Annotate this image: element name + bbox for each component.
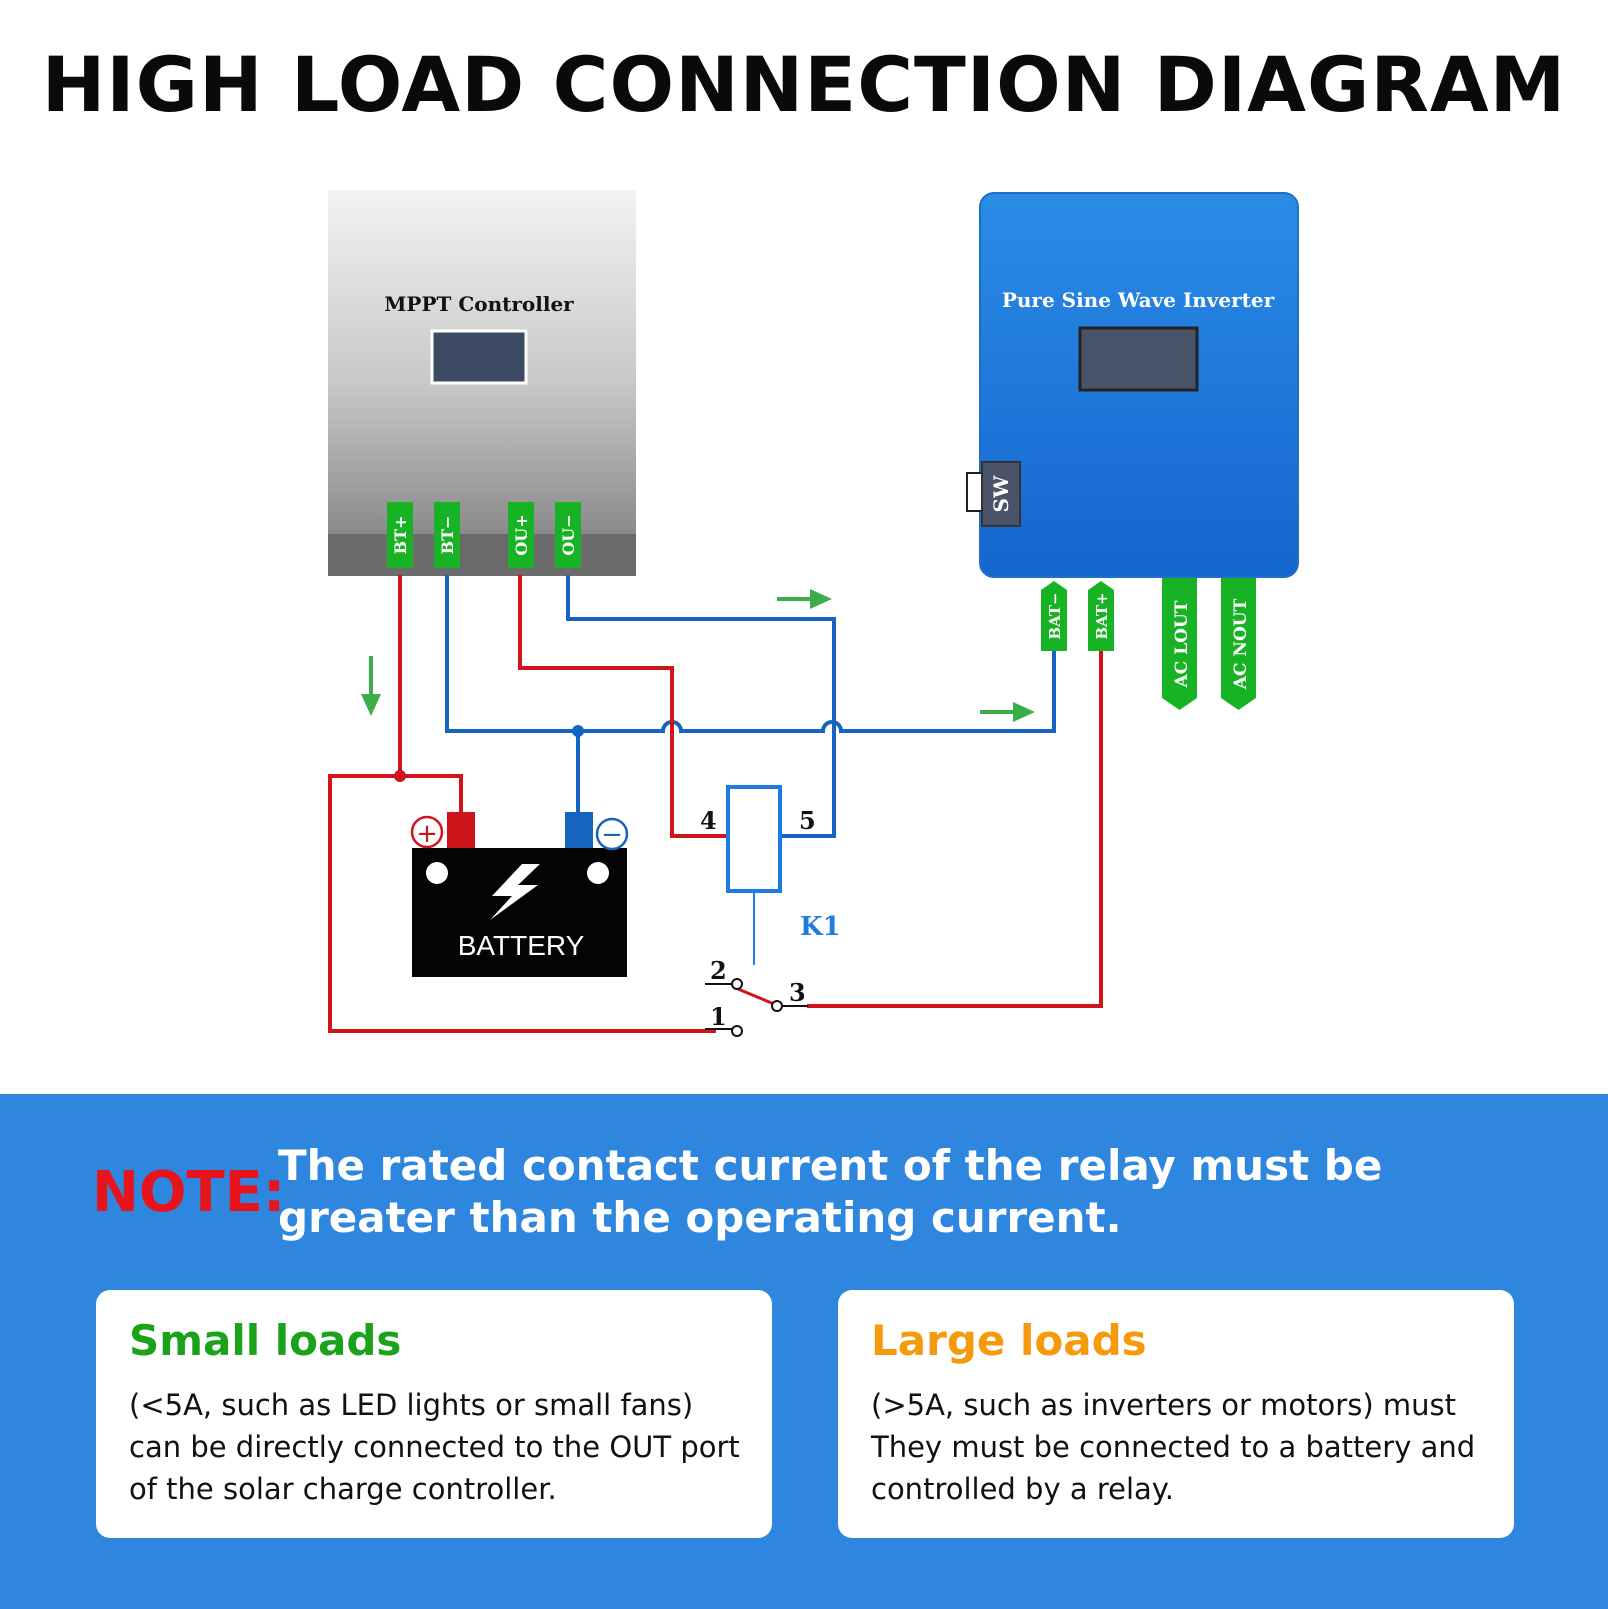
battery-terminal-dot bbox=[587, 862, 609, 884]
contact-pin-1: 1 bbox=[710, 1002, 727, 1031]
switch-label: SW bbox=[989, 475, 1013, 512]
inverter-screen bbox=[1078, 326, 1199, 392]
relay-to-inverter-positive-wire bbox=[807, 651, 1103, 1008]
negative-wires bbox=[445, 575, 1056, 838]
large-loads-title: Large loads bbox=[871, 1316, 1147, 1365]
battery-label: BATTERY bbox=[458, 930, 585, 961]
flow-arrows bbox=[361, 589, 1035, 722]
small-loads-title: Small loads bbox=[129, 1316, 402, 1365]
battery-to-relay-contact-wire bbox=[328, 774, 716, 1033]
controller-screen bbox=[430, 329, 528, 385]
terminal-label: AC LOUT bbox=[1172, 600, 1192, 688]
contact-pin-3: 3 bbox=[789, 978, 806, 1007]
controller-label: MPPT Controller bbox=[384, 292, 574, 316]
sine-wave-inverter: Pure Sine Wave Inverter SW BAT− BAT+ AC … bbox=[966, 192, 1299, 710]
terminal-label: BAT+ bbox=[1093, 592, 1111, 639]
coil-pin-5: 5 bbox=[799, 806, 816, 835]
note-label: NOTE: bbox=[92, 1160, 286, 1225]
positive-junction bbox=[394, 770, 406, 782]
terminal-ac-nout: AC NOUT bbox=[1221, 578, 1256, 710]
down-arrow-icon bbox=[361, 656, 381, 716]
relay-name: K1 bbox=[800, 912, 841, 942]
terminal-ou-plus: OU+ bbox=[508, 502, 534, 568]
note-text: The rated contact current of the relay m… bbox=[278, 1141, 1383, 1242]
mppt-controller: MPPT Controller BT+ BT− OU+ OU− bbox=[328, 190, 636, 576]
terminal-label: OU− bbox=[559, 514, 578, 555]
small-loads-body: (<5A, such as LED lights or small fans) … bbox=[129, 1388, 740, 1506]
terminal-label: BT+ bbox=[391, 516, 410, 555]
terminal-ac-lout: AC LOUT bbox=[1162, 578, 1197, 710]
terminal-ou-minus: OU− bbox=[555, 502, 581, 568]
plus-icon: + bbox=[410, 815, 444, 849]
battery-terminal-dot bbox=[426, 862, 448, 884]
battery-positive-post bbox=[447, 812, 475, 850]
small-loads-card: Small loads (<5A, such as LED lights or … bbox=[96, 1290, 772, 1538]
svg-text:−: − bbox=[601, 820, 623, 850]
inverter-label: Pure Sine Wave Inverter bbox=[1002, 288, 1275, 312]
negative-junction bbox=[572, 725, 584, 737]
battery-positive-wire bbox=[400, 774, 463, 812]
coil-pin-4: 4 bbox=[700, 806, 717, 835]
contact-pin-2: 2 bbox=[710, 956, 727, 985]
relay-coil bbox=[726, 785, 782, 893]
page-title: HIGH LOAD CONNECTION DIAGRAM bbox=[41, 40, 1567, 129]
terminal-bat-minus: BAT− bbox=[1041, 581, 1067, 651]
terminal-label: BAT− bbox=[1046, 592, 1064, 639]
relay-k1: K1 4 5 2 3 1 bbox=[700, 785, 841, 1037]
out-positive-to-coil-wire bbox=[518, 575, 728, 838]
right-arrow-icon bbox=[777, 589, 832, 609]
terminal-bt-minus: BT− bbox=[434, 502, 460, 568]
inverter-switch[interactable]: SW bbox=[966, 461, 1021, 527]
large-loads-body: (>5A, such as inverters or motors) must … bbox=[871, 1388, 1476, 1506]
terminal-label: BT− bbox=[438, 516, 457, 555]
positive-wires bbox=[328, 575, 1103, 1033]
terminal-bt-plus: BT+ bbox=[387, 502, 413, 568]
note-banner: NOTE: The rated contact current of the r… bbox=[0, 1094, 1608, 1609]
out-negative-to-coil-wire bbox=[566, 575, 836, 838]
large-loads-card: Large loads (>5A, such as inverters or m… bbox=[838, 1290, 1514, 1538]
terminal-label: AC NOUT bbox=[1231, 598, 1251, 690]
terminal-bat-plus: BAT+ bbox=[1088, 581, 1114, 651]
negative-bus-wire bbox=[445, 575, 1056, 733]
svg-text:+: + bbox=[416, 819, 438, 849]
right-arrow-icon bbox=[980, 702, 1035, 722]
terminal-label: OU+ bbox=[512, 514, 531, 555]
battery: BATTERY + − bbox=[410, 812, 629, 977]
wiring-diagram: MPPT Controller BT+ BT− OU+ OU− Pure Sin… bbox=[328, 190, 1299, 1037]
battery-negative-post bbox=[565, 812, 593, 850]
controller-terminal-strip bbox=[328, 534, 636, 576]
relay-switch-contact bbox=[705, 978, 808, 1037]
minus-icon: − bbox=[595, 817, 629, 851]
lightning-bolt-icon bbox=[490, 864, 540, 920]
